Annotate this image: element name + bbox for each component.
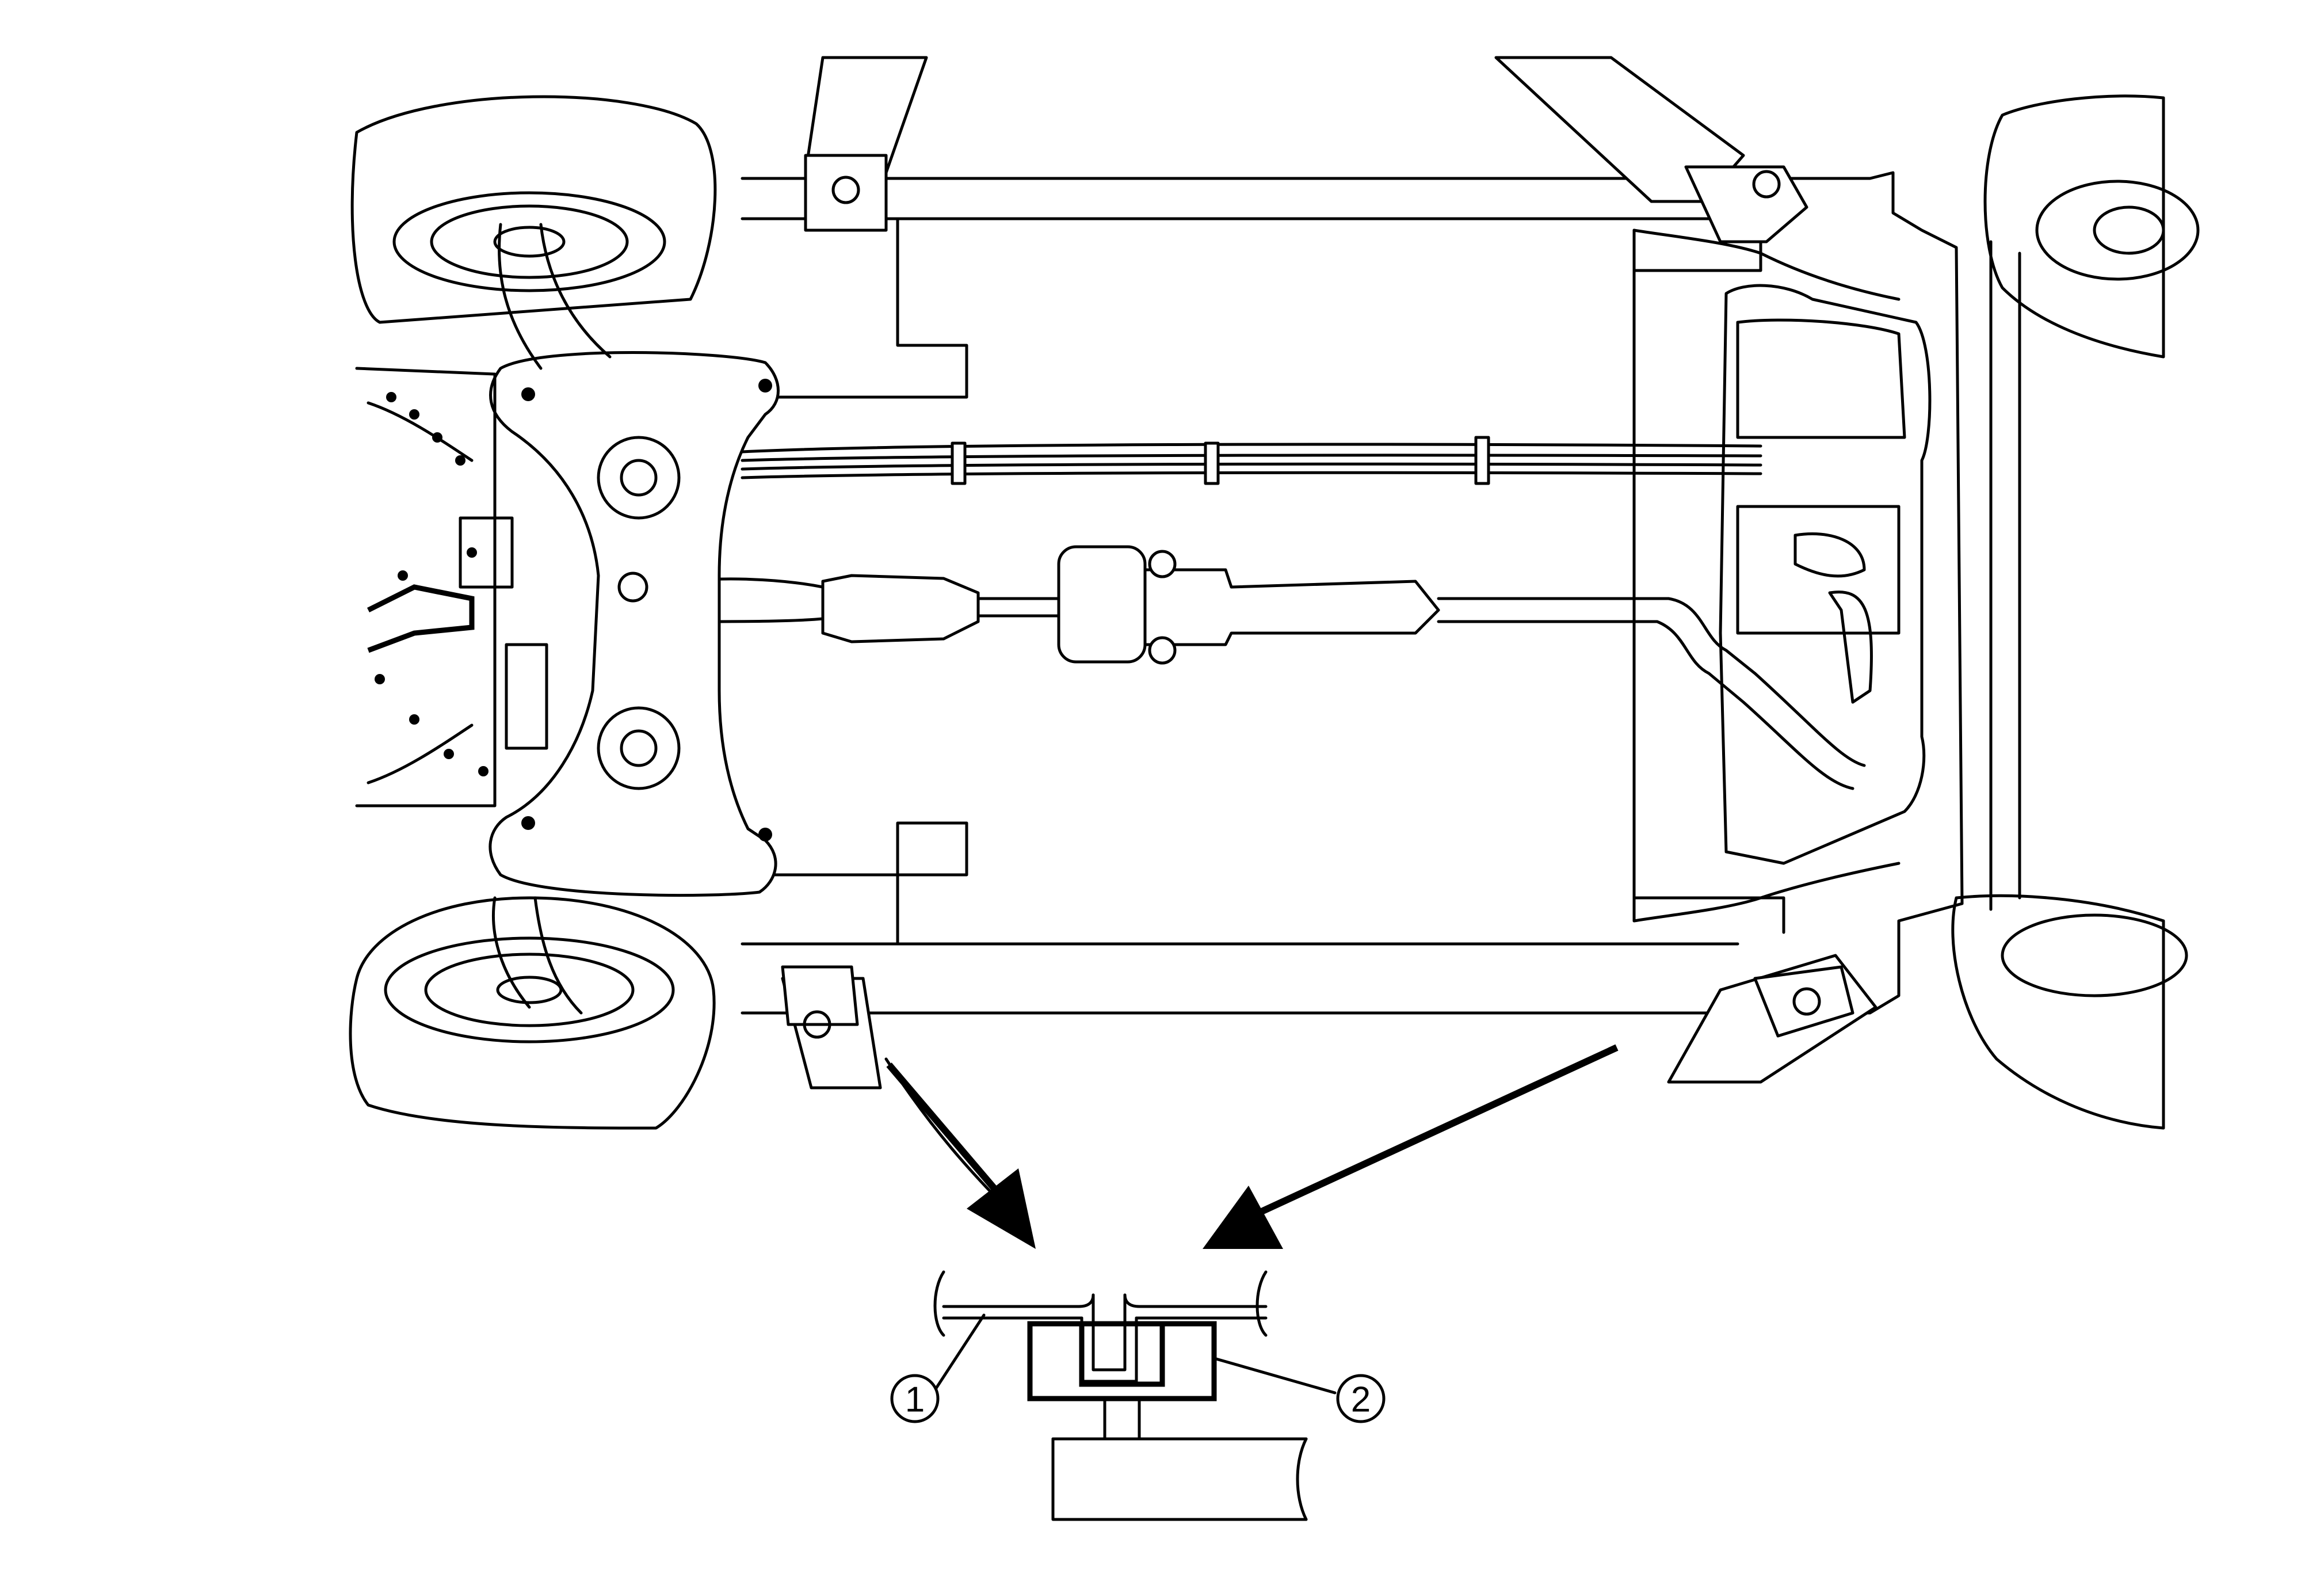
callout-2: 2	[1212, 1357, 1386, 1423]
front-left-wheel	[350, 95, 717, 324]
lift-pad-detail	[933, 1270, 1308, 1521]
fuel-tank	[1719, 284, 1932, 865]
lift-arm-front-left	[804, 56, 928, 232]
arrow-indicator-right	[1203, 1044, 1619, 1249]
front-right-wheel	[349, 896, 716, 1130]
vehicle-underbody	[349, 94, 2200, 1130]
exhaust-system	[683, 545, 1866, 790]
rear-left-wheel	[1983, 94, 2200, 359]
callout-1: 1	[890, 1313, 986, 1423]
callout-2-label: 2	[1351, 1380, 1371, 1420]
control-arms	[492, 223, 612, 1015]
front-subframe	[489, 351, 780, 897]
fuel-brake-lines	[741, 436, 1762, 485]
rear-suspension	[1632, 228, 1901, 923]
rear-right-wheel	[1951, 894, 2188, 1130]
lift-arm-rear-left	[1494, 56, 1808, 243]
lift-arm-rear-right	[1667, 954, 1877, 1084]
callout-1-label: 1	[905, 1380, 925, 1420]
lift-arm-front-right	[781, 965, 882, 1090]
arrow-indicator-left	[884, 1057, 1036, 1249]
engine-area	[355, 367, 548, 807]
